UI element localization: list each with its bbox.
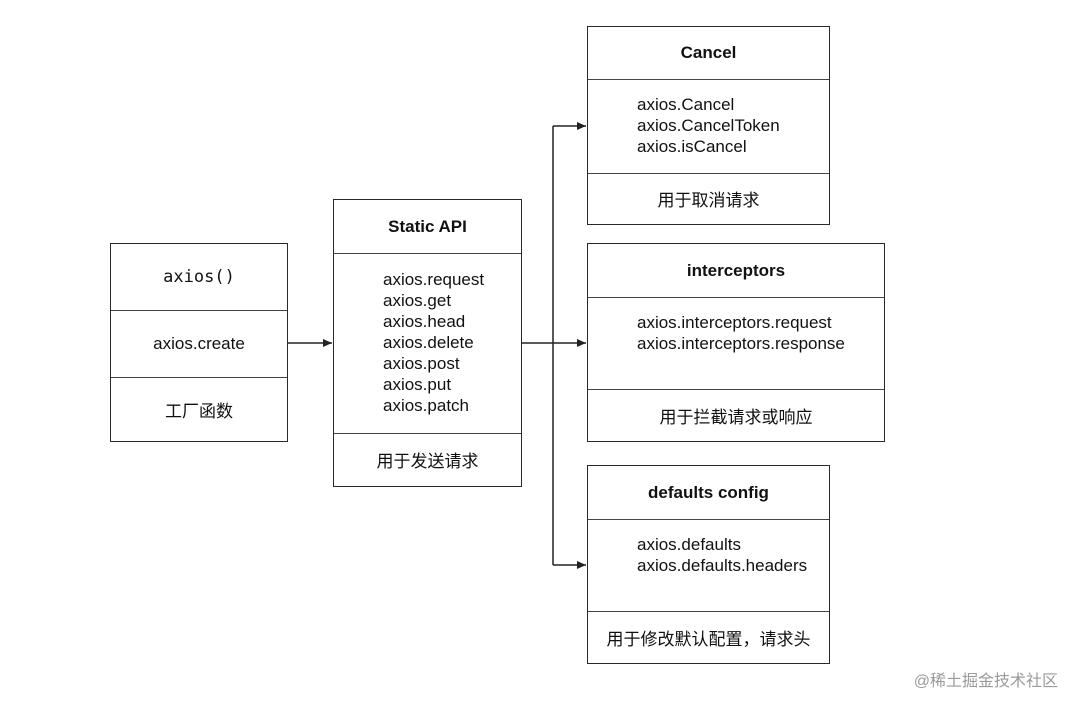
defaults-title: defaults config	[648, 482, 769, 502]
cancel-item: axios.Cancel	[637, 95, 735, 114]
static-api-item: axios.patch	[383, 396, 469, 415]
interceptors-box: interceptors axios.interceptors.request …	[587, 243, 885, 442]
defaults-box: defaults config axios.defaults axios.def…	[587, 465, 830, 664]
cancel-box: Cancel axios.Cancel axios.CancelToken ax…	[587, 26, 830, 225]
static-api-box: Static API axios.request axios.get axios…	[333, 199, 522, 487]
defaults-items: axios.defaults axios.defaults.headers	[588, 519, 829, 611]
static-api-items: axios.request axios.get axios.head axios…	[334, 253, 521, 433]
factory-description: 工厂函数	[111, 377, 287, 441]
defaults-item: axios.defaults.headers	[637, 556, 808, 575]
static-api-item: axios.put	[383, 375, 452, 394]
cancel-title: Cancel	[680, 43, 737, 62]
cancel-item: axios.CancelToken	[637, 116, 780, 135]
defaults-item: axios.defaults	[637, 535, 741, 554]
static-api-item: axios.request	[383, 270, 485, 289]
static-api-description: 用于发送请求	[334, 433, 521, 485]
interceptors-item: axios.interceptors.request	[637, 313, 832, 332]
interceptors-item: axios.interceptors.response	[637, 334, 845, 353]
defaults-description: 用于修改默认配置，请求头	[588, 611, 829, 662]
static-api-item: axios.head	[383, 312, 466, 331]
interceptors-description: 用于拦截请求或响应	[588, 389, 884, 440]
factory-title: axios()	[163, 267, 235, 287]
interceptors-items: axios.interceptors.request axios.interce…	[588, 297, 884, 389]
watermark: @稀土掘金技术社区	[913, 673, 1058, 690]
static-api-title: Static API	[388, 216, 467, 236]
cancel-items: axios.Cancel axios.CancelToken axios.isC…	[588, 79, 829, 173]
interceptors-title: interceptors	[686, 260, 786, 280]
static-api-item: axios.get	[383, 291, 452, 310]
factory-method: axios.create	[111, 310, 287, 377]
factory-box: axios() axios.create 工厂函数	[110, 243, 288, 442]
cancel-item: axios.isCancel	[637, 137, 747, 156]
static-api-item: axios.delete	[383, 333, 474, 352]
cancel-description: 用于取消请求	[588, 173, 829, 223]
static-api-item: axios.post	[383, 354, 460, 373]
